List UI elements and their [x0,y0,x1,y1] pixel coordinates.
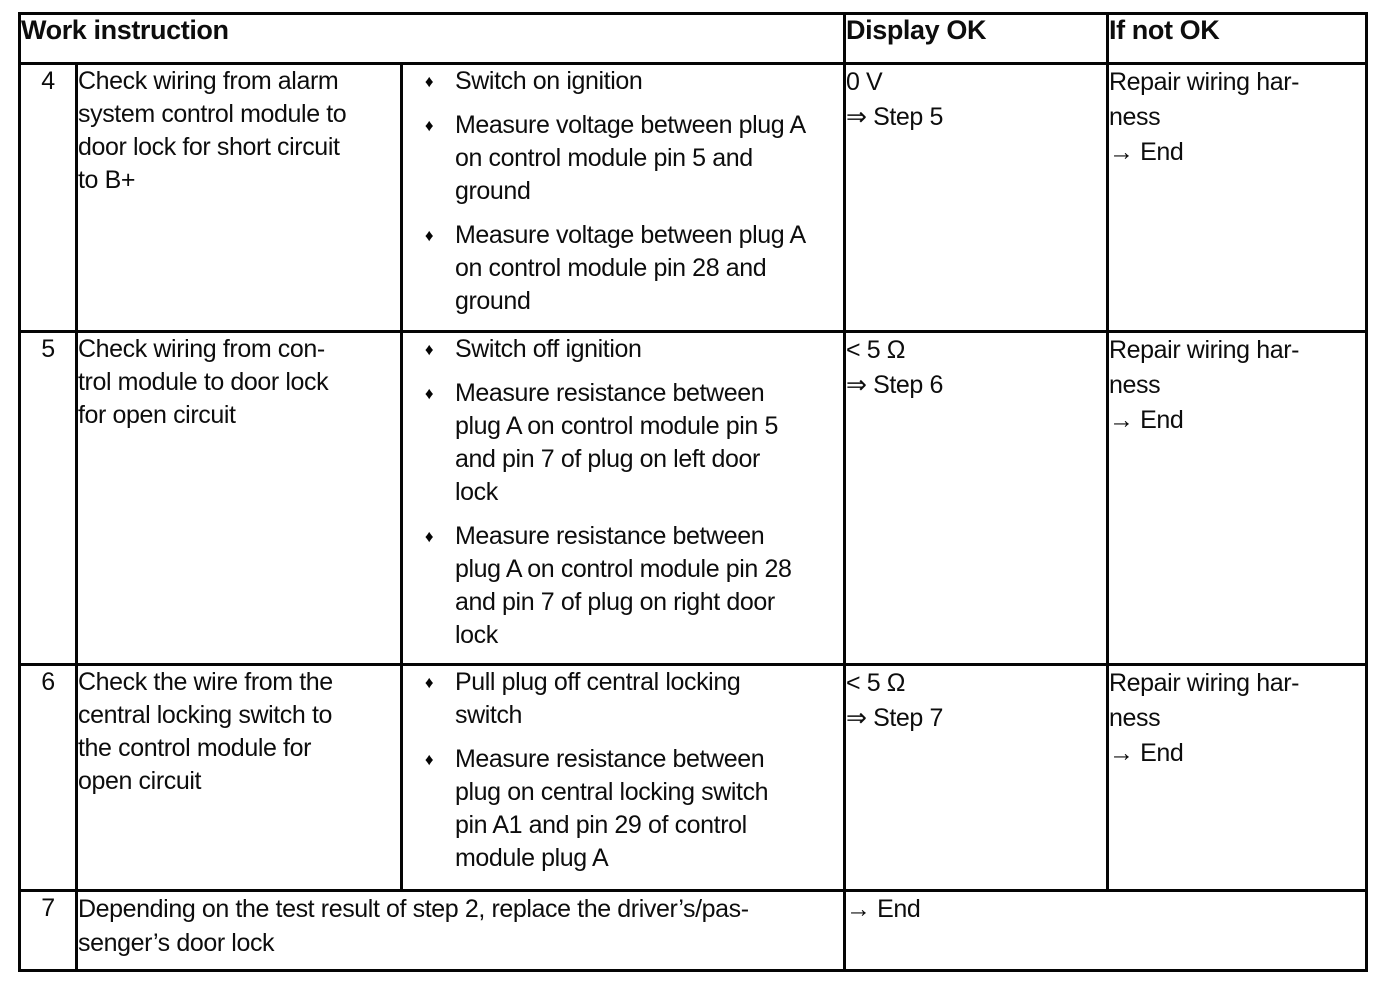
action-item: ♦ Pull plug off central locking switch [403,666,843,732]
bullet-diamond-icon: ♦ [424,527,434,546]
diagnostic-table: Work instruction Display OK If not OK 4 … [18,12,1368,972]
action-item: ♦ Measure resistance between plug on cen… [403,743,843,875]
table-row-step-5: 5 Check wiring from con- trol module to … [18,330,1368,666]
work-instruction-cell: Depending on the test result of step 2, … [75,889,846,972]
step-number: 7 [18,889,78,972]
step-number: 4 [18,62,78,333]
actions-cell: ♦ Switch on ignition ♦ Measure voltage b… [400,62,846,333]
display-ok-cell: < 5 Ω ⇒ Step 6 [843,330,1109,666]
action-item: ♦ Measure voltage between plug A on cont… [403,109,843,208]
table-row-step-7: 7 Depending on the test result of step 2… [18,889,1368,972]
action-text: Measure voltage between plug A on contro… [455,221,806,315]
work-instruction-cell: Check wiring from alarm system control m… [75,62,403,333]
display-ok-cell: < 5 Ω ⇒ Step 7 [843,663,1109,892]
step-number: 6 [18,663,78,892]
action-item: ♦ Measure voltage between plug A on cont… [403,219,843,318]
action-item: ♦ Switch off ignition [403,333,843,366]
action-text: Pull plug off central locking switch [455,668,741,729]
header-display-ok: Display OK [843,12,1109,65]
bullet-diamond-icon: ♦ [424,226,434,245]
step-number: 5 [18,330,78,666]
result-cell: → End [843,889,1368,972]
bullet-diamond-icon: ♦ [424,340,434,359]
action-item: ♦ Measure resistance between plug A on c… [403,520,843,652]
table-row-step-6: 6 Check the wire from the central lockin… [18,663,1368,892]
display-ok-cell: 0 V ⇒ Step 5 [843,62,1109,333]
action-text: Measure resistance between plug on centr… [455,745,769,872]
work-instruction-cell: Check wiring from con- trol module to do… [75,330,403,666]
action-text: Measure resistance between plug A on con… [455,379,778,506]
table-header-row: Work instruction Display OK If not OK [18,12,1368,65]
if-not-ok-cell: Repair wiring har- ness → End [1106,663,1368,892]
action-text: Switch on ignition [455,67,643,95]
bullet-diamond-icon: ♦ [424,116,434,135]
header-if-not-ok: If not OK [1106,12,1368,65]
table-row-step-4: 4 Check wiring from alarm system control… [18,62,1368,333]
bullet-diamond-icon: ♦ [424,750,434,769]
if-not-ok-cell: Repair wiring har- ness → End [1106,330,1368,666]
action-text: Switch off ignition [455,335,642,363]
bullet-diamond-icon: ♦ [424,72,434,91]
work-instruction-cell: Check the wire from the central locking … [75,663,403,892]
actions-cell: ♦ Pull plug off central locking switch ♦… [400,663,846,892]
header-work-instruction: Work instruction [18,12,846,65]
actions-cell: ♦ Switch off ignition ♦ Measure resistan… [400,330,846,666]
action-text: Measure resistance between plug A on con… [455,522,792,649]
action-item: ♦ Switch on ignition [403,65,843,98]
bullet-diamond-icon: ♦ [424,673,434,692]
action-text: Measure voltage between plug A on contro… [455,111,806,205]
if-not-ok-cell: Repair wiring har- ness → End [1106,62,1368,333]
action-item: ♦ Measure resistance between plug A on c… [403,377,843,509]
bullet-diamond-icon: ♦ [424,384,434,403]
